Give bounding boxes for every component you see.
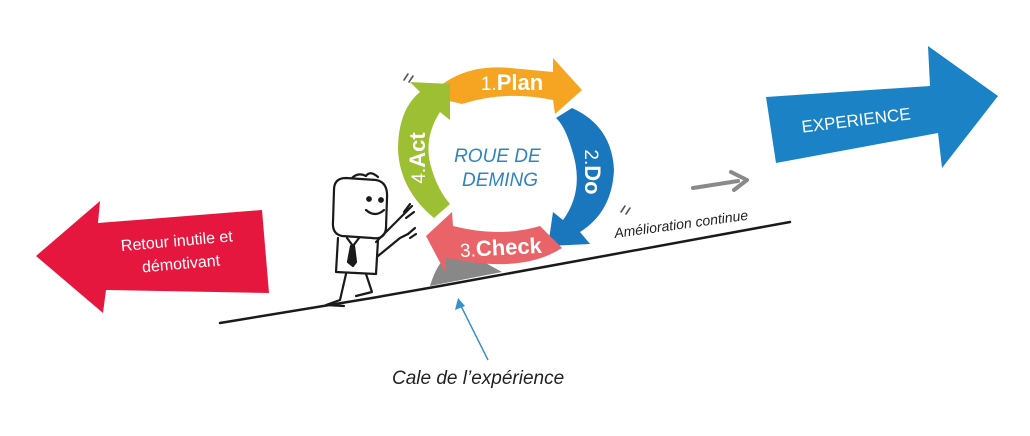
right-arrow: EXPERIENCE (766, 46, 998, 168)
step-check-number: 3. (460, 240, 477, 262)
wheel-segment-plan (429, 58, 582, 114)
cartoon-man-icon (324, 172, 418, 308)
wheel-title-line1: ROUE DE (454, 146, 541, 167)
step-do: 2.Do (580, 149, 605, 194)
wheel-segment-act (398, 82, 450, 218)
step-act: 4.Act (405, 132, 430, 184)
step-act-number: 4. (409, 168, 430, 184)
step-check: 3.Check (459, 233, 543, 262)
step-do-label: Do (580, 165, 605, 194)
left-arrow: Retour inutile et démotivant (36, 201, 269, 313)
step-do-number: 2. (580, 149, 601, 165)
left-arrow-line2: démotivant (141, 253, 221, 277)
step-plan-number: 1. (481, 74, 497, 95)
wheel-segment-do (548, 108, 614, 246)
slope-line (218, 220, 792, 325)
wedge-caption: Cale de l’expérience (392, 368, 565, 389)
step-check-label: Check (475, 233, 543, 261)
step-plan-label: Plan (497, 70, 543, 95)
deming-wheel: 1.Plan 2.Do 3.Check 4.Act ROUE DE DEMING (398, 58, 614, 272)
wheel-segment-check (426, 212, 562, 272)
slope-label: Amélioration continue (612, 207, 749, 241)
small-up-arrow (691, 170, 749, 192)
wheel-title: ROUE DE DEMING (454, 146, 546, 191)
step-plan: 1.Plan (481, 70, 543, 95)
wheel-title-line2: DEMING (462, 170, 538, 191)
step-act-label: Act (405, 132, 430, 168)
motion-marks (403, 73, 631, 215)
slope-label-text: Amélioration continue (612, 207, 749, 241)
wedge-shape (430, 250, 502, 286)
caption-pointer (455, 298, 489, 361)
